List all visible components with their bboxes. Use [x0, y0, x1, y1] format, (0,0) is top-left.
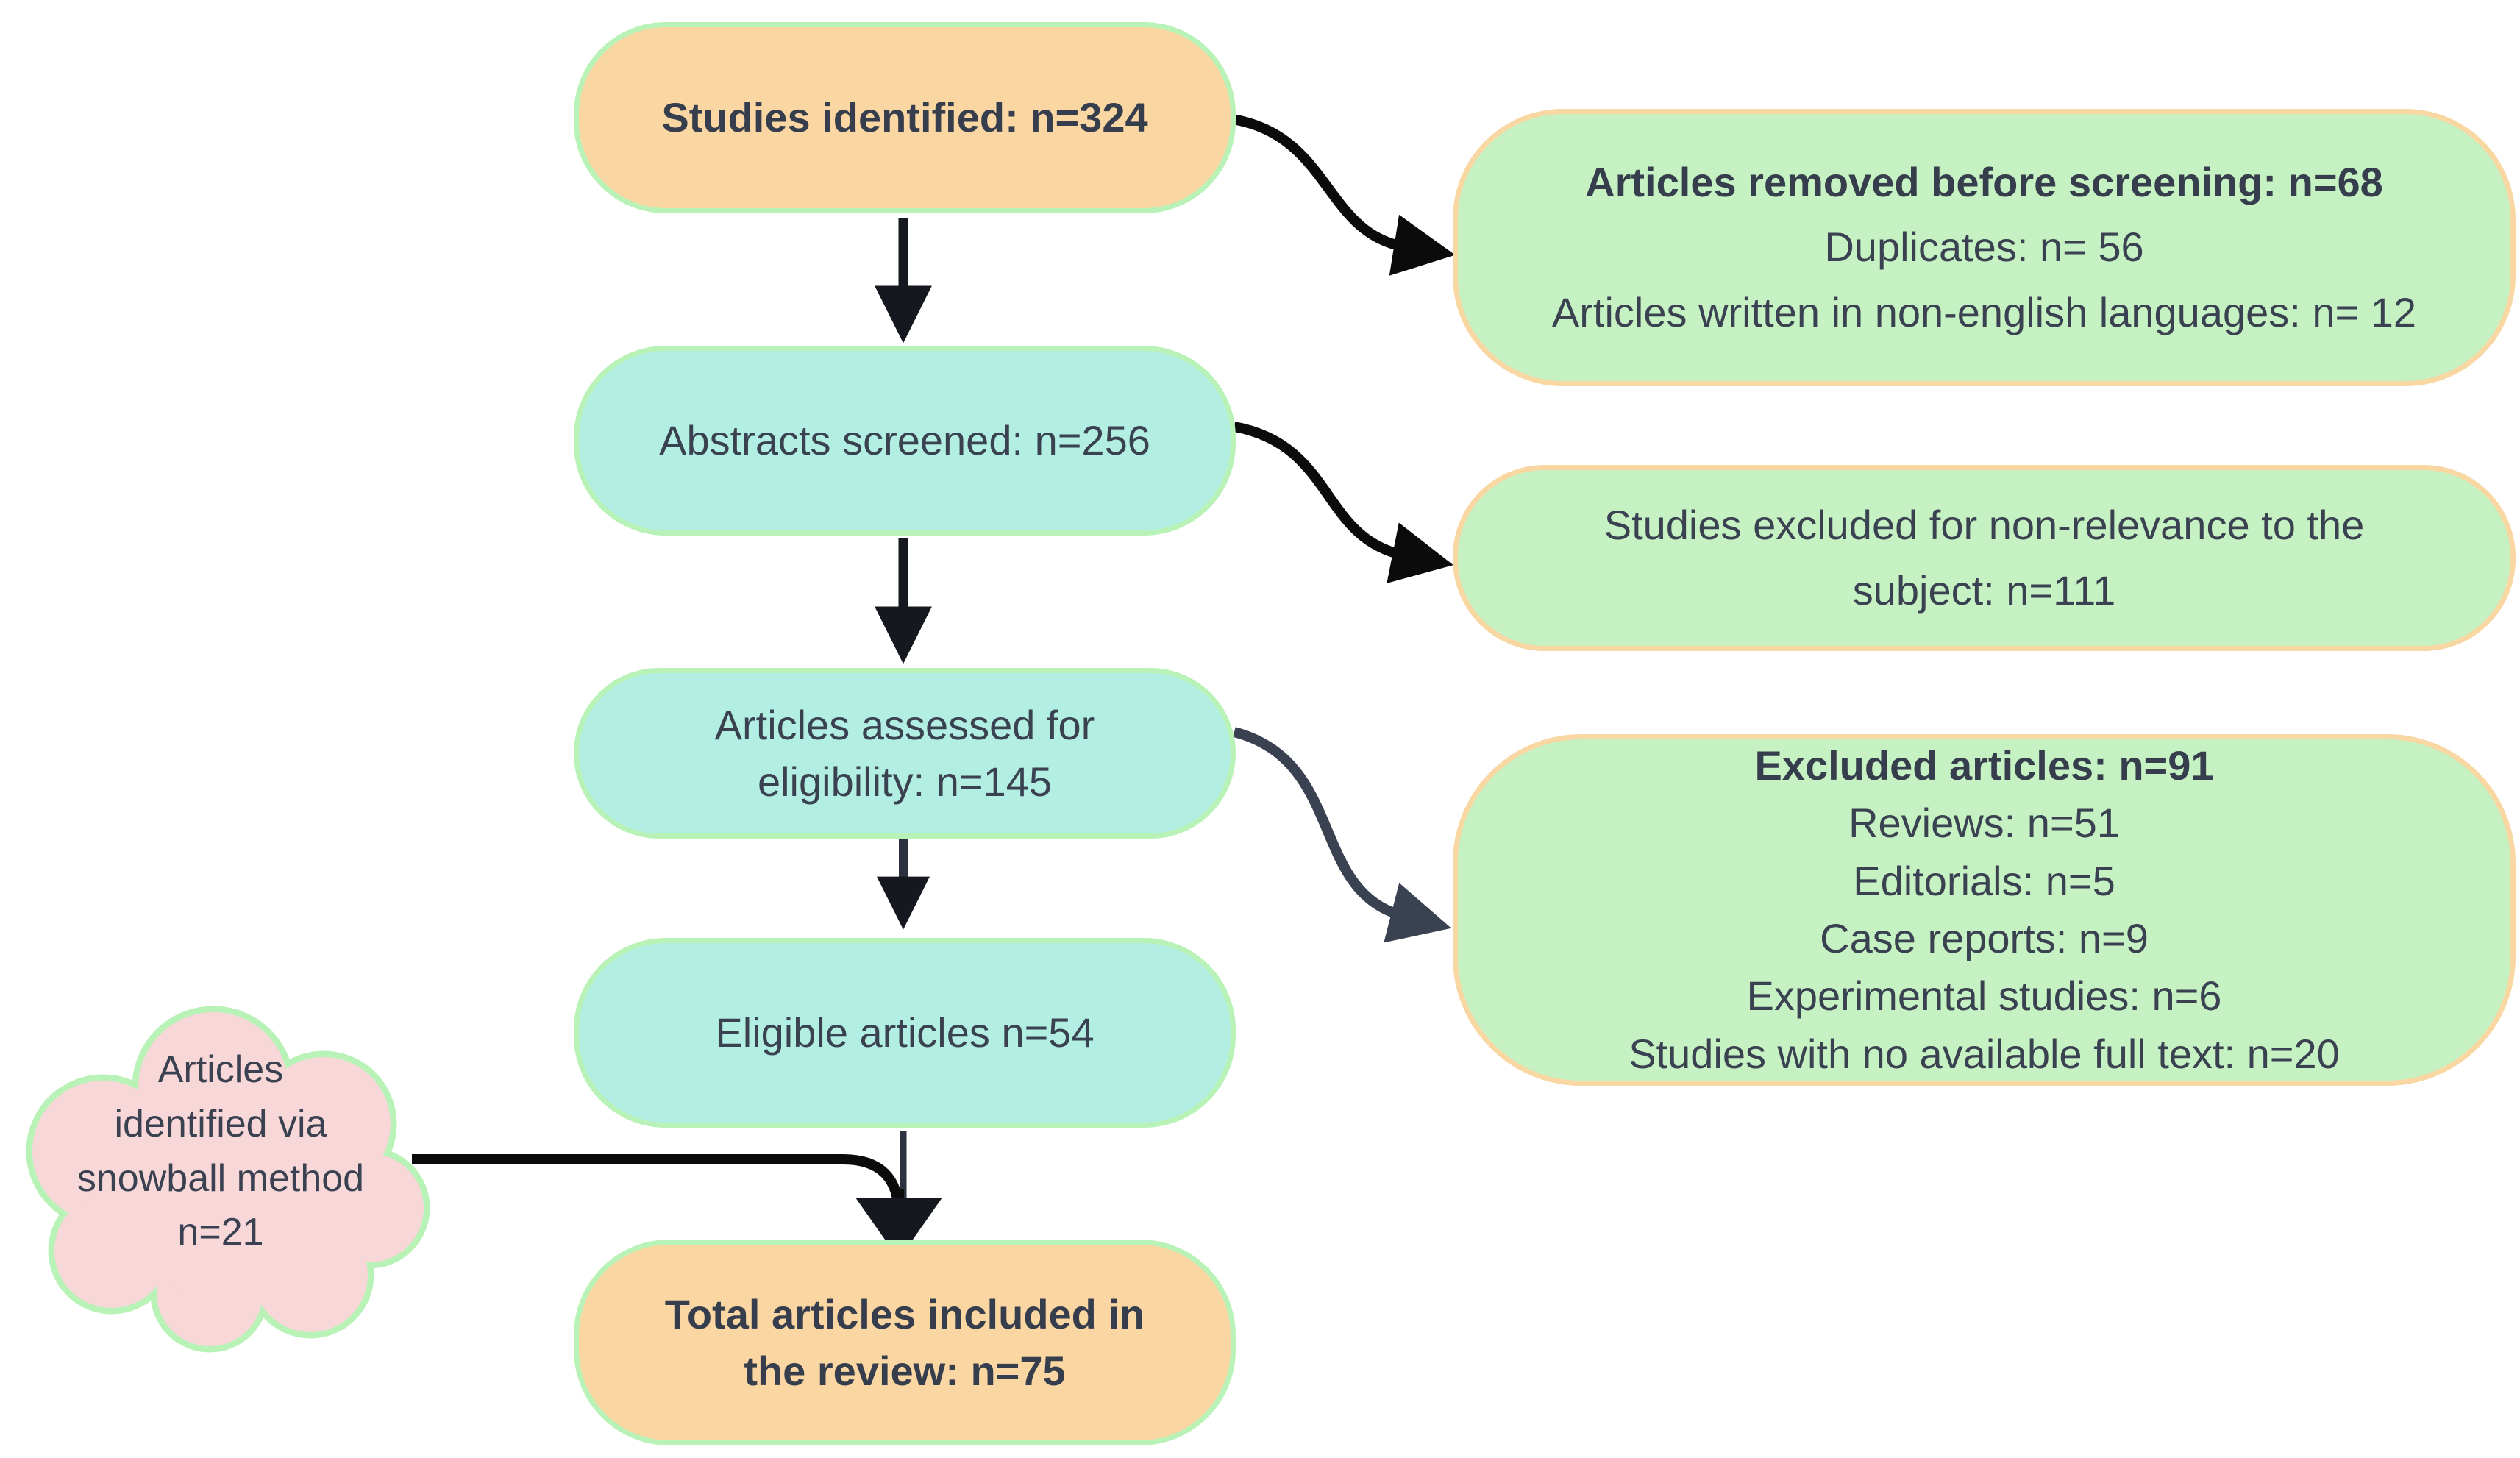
side-box-line: Reviews: n=51: [1848, 800, 2120, 847]
curve-identified-to-removed: [1231, 114, 1456, 276]
side-box-excluded-articles: Excluded articles: n=91 Reviews: n=51 Ed…: [1453, 734, 2516, 1086]
side-box-line: Duplicates: n= 56: [1824, 224, 2144, 271]
arrow-cloud-to-included: [412, 1154, 904, 1216]
curve-screened-to-non-relevance: [1233, 422, 1453, 583]
flow-box-eligible-articles: Eligible articles n=54: [574, 938, 1236, 1128]
flow-box-abstracts-screened: Abstracts screened: n=256: [574, 346, 1236, 536]
side-box-line: Editorials: n=5: [1853, 857, 2115, 904]
side-box-excluded-non-relevance: Studies excluded for non-relevance to th…: [1453, 465, 2516, 651]
cloud-shape-fill: [32, 1012, 424, 1346]
side-box-heading: Articles removed before screening: n=68: [1585, 158, 2383, 205]
flow-box-total-included: Total articles included in the review: n…: [574, 1240, 1236, 1445]
flow-box-articles-assessed: Articles assessed for eligibility: n=145: [574, 668, 1236, 839]
side-box-line: Studies excluded for non-relevance to th…: [1604, 502, 2365, 614]
cloud-snowball-label: Articles identified via snowball method …: [76, 1048, 365, 1254]
side-box-line: Articles written in non-english language…: [1551, 288, 2417, 335]
side-box-line: Case reports: n=9: [1820, 915, 2149, 961]
side-box-line: Experimental studies: n=6: [1746, 972, 2222, 1020]
flow-box-studies-identified: Studies identified: n=324: [574, 22, 1236, 213]
curve-assessed-to-excluded: [1233, 727, 1452, 943]
side-box-removed-before-screening: Articles removed before screening: n=68 …: [1453, 109, 2516, 386]
side-box-heading: Excluded articles: n=91: [1754, 742, 2214, 789]
cloud-arrowhead: [855, 1198, 942, 1259]
side-box-line: Studies with no available full text: n=2…: [1629, 1030, 2340, 1077]
